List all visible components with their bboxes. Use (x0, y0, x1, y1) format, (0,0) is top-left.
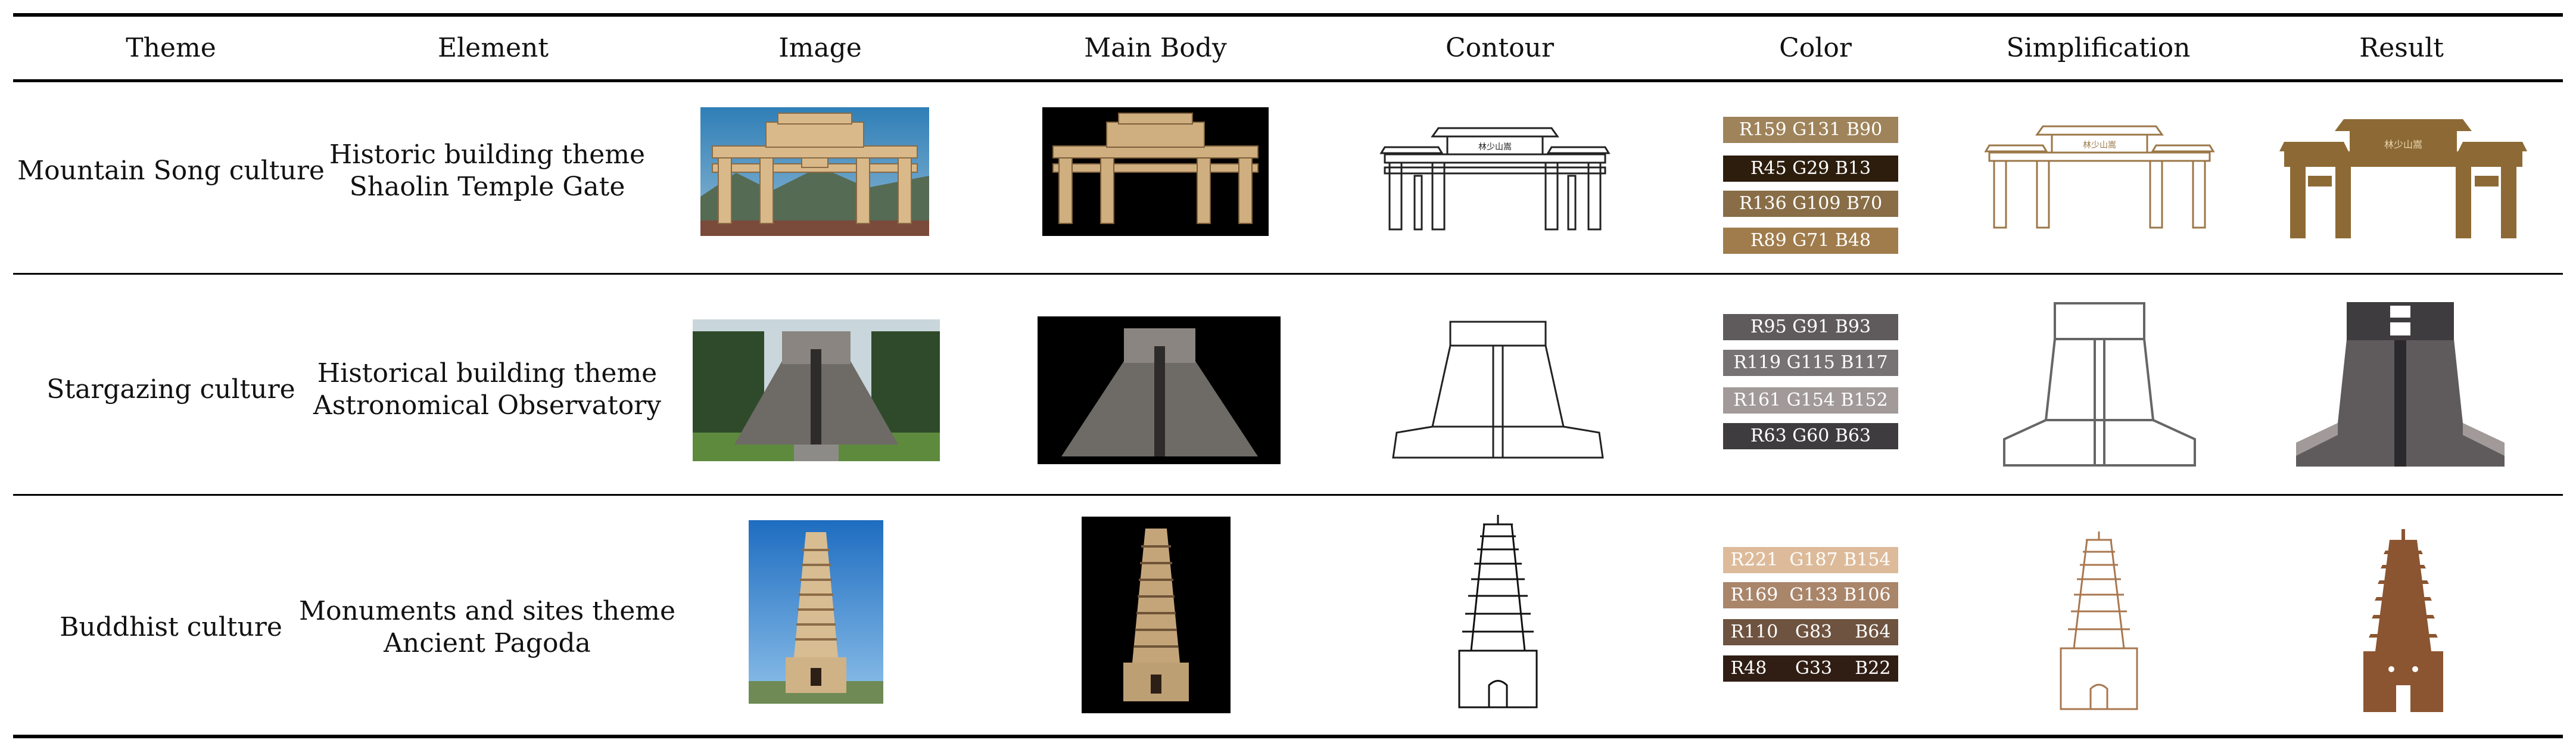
row-divider-1 (13, 273, 2563, 275)
row-3-contour-pagoda (1458, 515, 1538, 708)
row-2-swatch-2: R119 G115 B117 (1723, 350, 1898, 376)
row-3-theme: Buddhist culture (60, 612, 282, 642)
row-1-swatch-3: R136 G109 B70 (1723, 191, 1898, 217)
row-2-element: Historical building theme Astronomical O… (313, 358, 661, 422)
row-1-swatch-2: R45 G29 B13 (1723, 156, 1898, 182)
row-3-result-pagoda (2363, 529, 2443, 712)
row-1-result-plaque: 林少山嵩 (2384, 139, 2422, 150)
column-header-image: Image (778, 33, 862, 63)
row-1-element-line1: Historic building theme (329, 139, 646, 170)
row-3-swatch-2: R169 G133 B106 (1723, 582, 1898, 608)
row-3-swatch-3: R110 G83 B64 (1723, 619, 1898, 645)
row-2-simplification-observatory (2003, 302, 2196, 467)
column-header-simplification: Simplification (2006, 33, 2191, 63)
row-1-element-line2: Shaolin Temple Gate (349, 172, 625, 202)
row-3-element-line2: Ancient Pagoda (384, 628, 591, 658)
row-1-contour-plaque: 林少山嵩 (1478, 142, 1512, 152)
row-1-element: Historic building theme Shaolin Temple G… (329, 139, 645, 203)
header-rule (13, 79, 2563, 82)
row-1-theme: Mountain Song culture (17, 156, 325, 186)
row-2-swatch-3: R161 G154 B152 (1723, 387, 1898, 414)
row-1-simplification-gate: 林少山嵩 (1984, 125, 2215, 229)
row-2-image-observatory-photo (693, 319, 940, 461)
row-2-swatch-4: R63 G60 B63 (1723, 423, 1898, 449)
bottom-rule (13, 735, 2563, 738)
row-3-image-pagoda-photo (749, 520, 883, 704)
column-header-result: Result (2359, 33, 2444, 63)
row-3-swatch-4: R48 G33 B22 (1723, 655, 1898, 682)
row-2-swatch-1: R95 G91 B93 (1723, 314, 1898, 340)
row-divider-2 (13, 494, 2563, 496)
row-1-simplification-plaque: 林少山嵩 (2083, 141, 2116, 150)
column-header-contour: Contour (1445, 33, 1555, 63)
row-2-result-observatory (2296, 302, 2505, 467)
row-1-main-body-gate (1042, 107, 1269, 236)
column-header-main-body: Main Body (1084, 33, 1227, 63)
row-1-contour-gate: 林少山嵩 (1379, 127, 1611, 231)
column-header-theme: Theme (126, 33, 216, 63)
row-2-theme: Stargazing culture (46, 374, 295, 405)
top-rule (13, 13, 2563, 17)
row-1-swatch-4: R89 G71 B48 (1723, 228, 1898, 254)
column-header-element: Element (437, 33, 549, 63)
row-3-element-line1: Monuments and sites theme (298, 596, 676, 626)
row-2-contour-observatory (1392, 321, 1604, 459)
row-1-result-gate: 林少山嵩 (2279, 119, 2527, 238)
row-2-main-body-observatory (1038, 316, 1281, 464)
row-2-element-line2: Astronomical Observatory (313, 390, 662, 421)
row-1-image-gate-photo (700, 107, 929, 236)
row-3-simplification-pagoda (2060, 532, 2138, 710)
column-header-color: Color (1779, 33, 1852, 63)
row-1-swatch-1: R159 G131 B90 (1723, 117, 1898, 143)
row-2-element-line1: Historical building theme (317, 358, 658, 389)
row-3-main-body-pagoda (1082, 517, 1231, 713)
row-3-swatch-1: R221 G187 B154 (1723, 547, 1898, 573)
row-3-element: Monuments and sites theme Ancient Pagoda (299, 595, 675, 660)
